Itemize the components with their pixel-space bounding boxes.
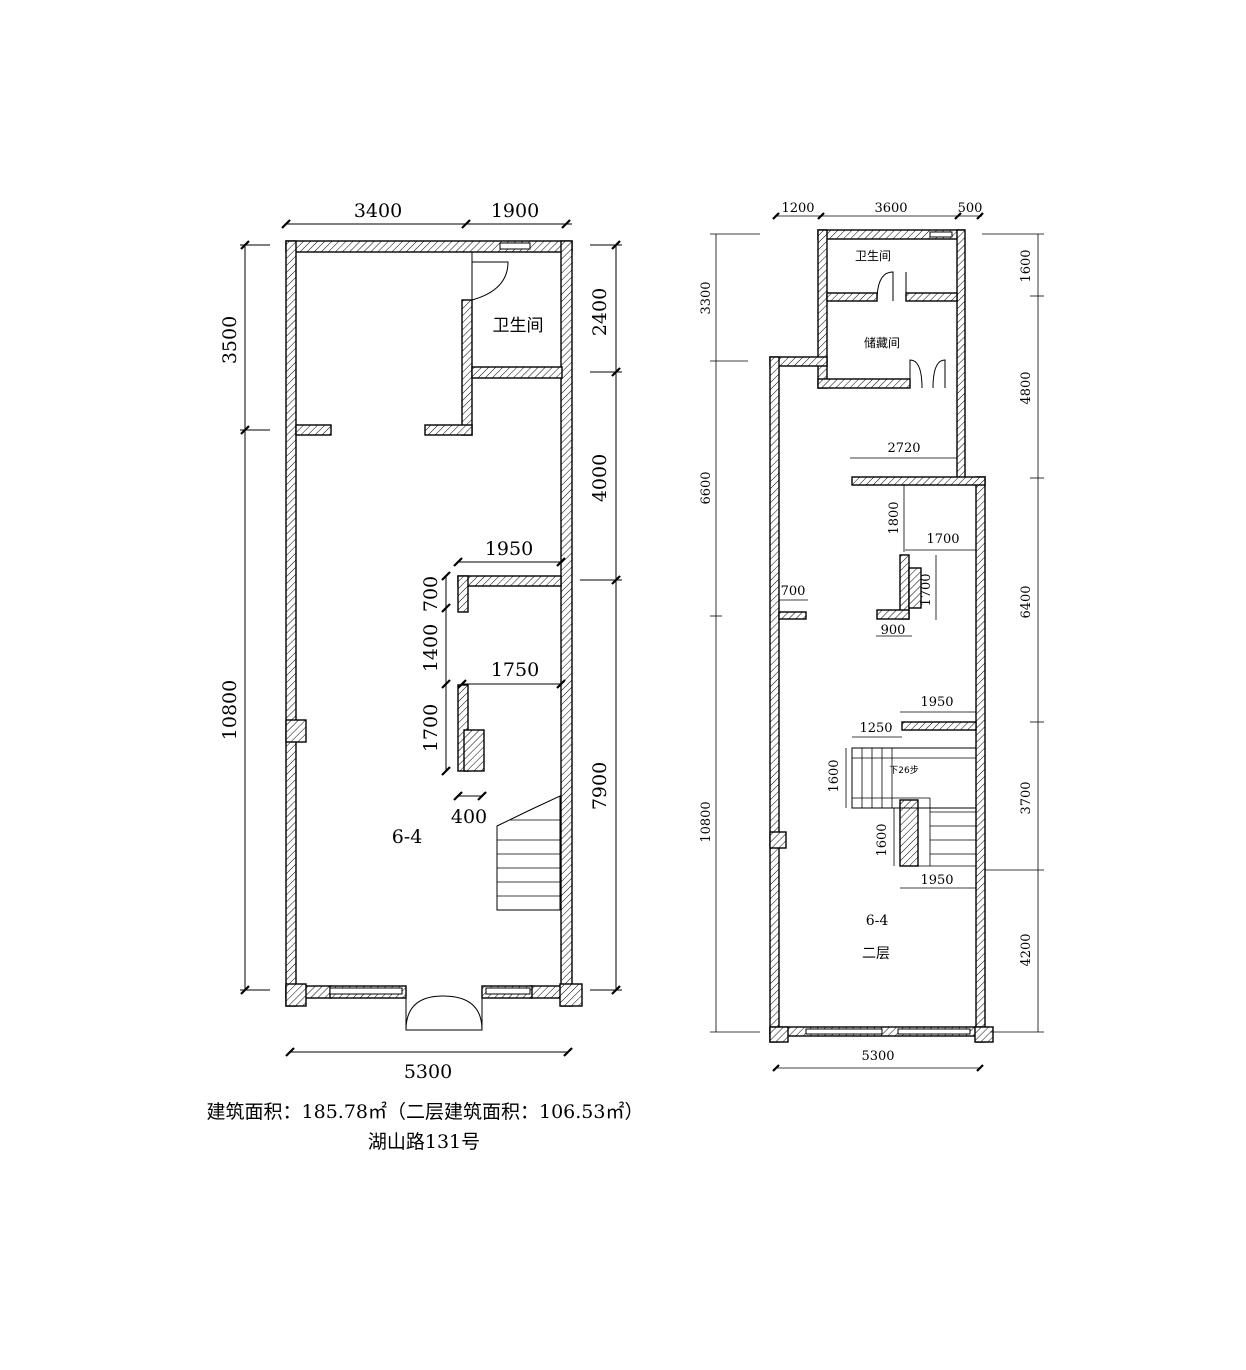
- floor2-dim-1600-a: 1600: [827, 759, 842, 792]
- floor1-dim-1950: 1950: [485, 538, 533, 560]
- floor1-dim-right-2400: 2400: [589, 288, 611, 336]
- floor1-dim-top-1900: 1900: [491, 200, 539, 222]
- floor2-dim-1950-a: 1950: [920, 695, 953, 710]
- floor2-wall-top-right: [956, 229, 966, 481]
- floor2-column-br: [974, 1026, 994, 1043]
- floor2-window-bottom-r: [897, 1028, 971, 1035]
- floor2-stair-wall-top: [901, 721, 977, 731]
- floor2-wall-right: [975, 476, 986, 1043]
- floor2-dim-1700-v: 1700: [919, 573, 934, 606]
- floor1-room-unit: 6-4: [392, 826, 423, 848]
- floor1-window-bottom-right: [485, 987, 531, 995]
- floor1-bath-wall-left: [461, 299, 473, 436]
- floor1-partition-lower-v: [457, 684, 469, 772]
- floor1-stub-right: [424, 424, 473, 436]
- floor1-dim-1750: 1750: [491, 659, 539, 681]
- floor2-dim-right-4200: 4200: [1019, 933, 1034, 966]
- floor1-wall-left: [285, 240, 297, 1007]
- floor2-dim-right-1600: 1600: [1019, 249, 1034, 282]
- floor2-dim-right-3700: 3700: [1019, 781, 1034, 814]
- floor2-dim-right-4800: 4800: [1019, 371, 1034, 404]
- floor1-window-bottom-left: [329, 987, 403, 995]
- floor2-dim-right-6400: 6400: [1019, 585, 1034, 618]
- floor1-entrance-door: [405, 995, 483, 1031]
- floor2-dim-700: 700: [781, 584, 806, 599]
- floor1-partition-upper-v: [457, 575, 469, 613]
- floor2-bath-wall-bottom-l: [826, 292, 878, 302]
- floor2-dim-1700-h: 1700: [926, 532, 959, 547]
- floor1-column-br: [559, 983, 583, 1007]
- floor2-window-bottom-l: [805, 1028, 883, 1035]
- floor1-room-bathroom: 卫生间: [493, 316, 544, 336]
- floor2-plan: 1200 3600 500 3300 6600 10800 1600 4800 …: [699, 201, 1044, 1072]
- floor2-partition-h: [876, 609, 910, 620]
- floor1-dim-700: 700: [420, 576, 442, 612]
- floor1-wall-right: [560, 240, 573, 1007]
- floor2-wall-left: [769, 356, 780, 1043]
- floor2-bath-wall-bottom-r: [905, 292, 958, 302]
- floor2-dim-1600-b: 1600: [875, 823, 890, 856]
- floor2-dim-3600: 3600: [874, 201, 907, 216]
- floor2-bath-door: [876, 271, 907, 302]
- caption-address: 湖山路131号: [368, 1131, 480, 1153]
- floor1-dim-right-4000: 4000: [589, 454, 611, 502]
- floor1-dim-left-10800: 10800: [219, 680, 241, 740]
- floor2-dimensions: [710, 212, 1044, 1072]
- floor1-stair: [496, 795, 561, 911]
- floor2-dim-500: 500: [958, 201, 983, 216]
- floor1-dim-top-3400: 3400: [354, 200, 402, 222]
- floor2-dim-1200: 1200: [781, 201, 814, 216]
- floor1-dimensions: [240, 219, 622, 1057]
- floor1-partition-upper: [457, 575, 562, 587]
- floor1-dim-1400: 1400: [420, 624, 442, 672]
- floor2-dim-left-3300: 3300: [699, 281, 714, 314]
- floor2-dim-1950-b: 1950: [920, 873, 953, 888]
- floor1-dim-400: 400: [451, 806, 487, 828]
- floor2-room-unit: 6-4: [866, 913, 889, 929]
- floor2-bath-window: [929, 231, 953, 238]
- floor2-stair: [851, 747, 977, 867]
- floor2-storage-door: [909, 359, 946, 389]
- floor1-plan: 3400 1900 3500 10800 2400 4000 7900 1950…: [219, 200, 622, 1083]
- floor2-wall-step: [851, 476, 986, 486]
- floor1-partition-lower-jog: [463, 729, 485, 772]
- floor2-stub-left: [778, 611, 807, 620]
- floor2-dim-left-6600: 6600: [699, 471, 714, 504]
- floor1-bath-door: [471, 252, 509, 301]
- floor2-dim-bottom-5300: 5300: [861, 1049, 894, 1064]
- floor2-room-storage: 储藏间: [864, 335, 900, 350]
- floor1-bath-window: [499, 242, 531, 250]
- floor2-stair-core: [899, 799, 919, 867]
- floor2-dim-2720: 2720: [887, 441, 920, 456]
- floor2-room-bathroom: 卫生间: [855, 249, 891, 263]
- floor1-column-bl: [285, 983, 307, 1007]
- floor2-partition-jog: [908, 567, 922, 609]
- floor2-dim-left-10800: 10800: [699, 801, 714, 842]
- floor2-stair-note: 下26步: [889, 765, 918, 776]
- floor2-column-bl: [769, 1026, 789, 1043]
- floor1-dim-left-3500: 3500: [219, 316, 241, 364]
- floor2-pier-left: [769, 831, 787, 849]
- floor1-dim-bottom-5300: 5300: [404, 1061, 452, 1083]
- floor2-dim-1250: 1250: [859, 721, 892, 736]
- floor2-floor-label: 二层: [862, 946, 890, 962]
- floor1-stub-left: [295, 424, 332, 436]
- floor2-storage-wall-bottom: [817, 378, 911, 389]
- floor2-dim-900: 900: [881, 623, 906, 638]
- floor1-dim-right-7900: 7900: [589, 762, 611, 810]
- floor1-bath-wall-bottom: [471, 366, 563, 379]
- floor1-dim-1700: 1700: [420, 704, 442, 752]
- floor1-pier-left: [285, 719, 307, 743]
- caption-area: 建筑面积：185.78㎡（二层建筑面积：106.53㎡）: [207, 1100, 644, 1123]
- floor2-dim-1800: 1800: [887, 501, 902, 534]
